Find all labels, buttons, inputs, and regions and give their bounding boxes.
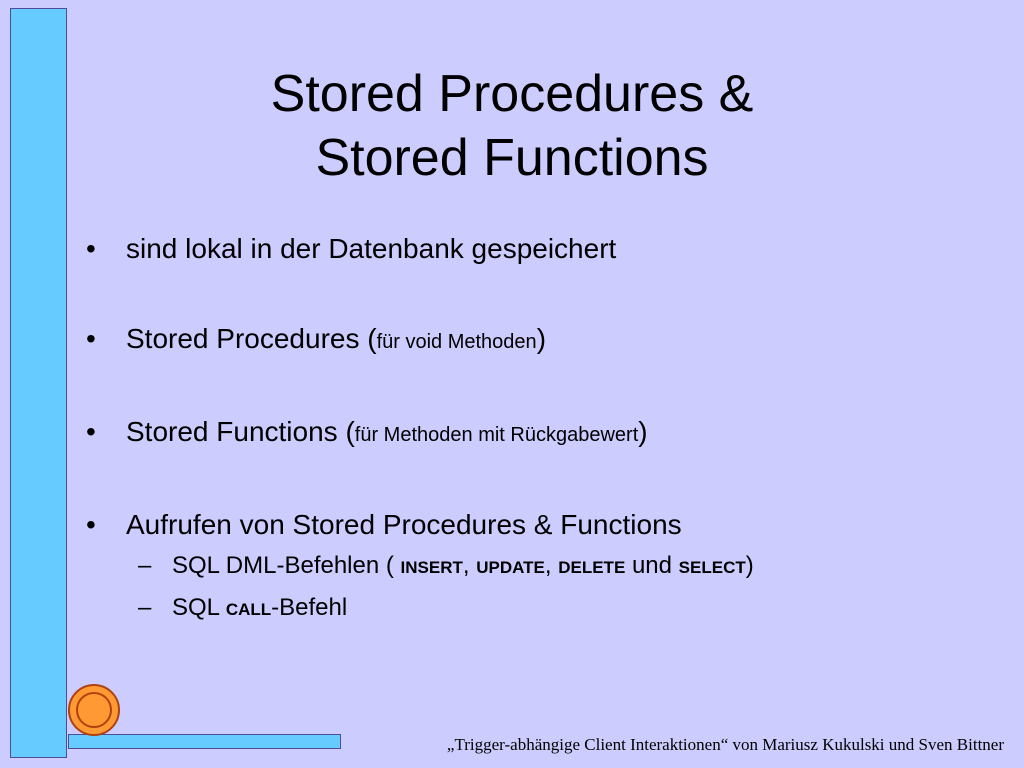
bullet-text: Aufrufen von Stored Procedures & Functio… <box>126 509 682 540</box>
keyword-update: UPDATE <box>476 558 545 577</box>
bullet-item: • Aufrufen von Stored Procedures & Funct… <box>82 504 982 546</box>
bullet-glyph: • <box>86 416 96 447</box>
keyword-delete: DELETE <box>558 558 626 577</box>
slide-title-line-1: Stored Procedures & <box>270 65 754 123</box>
bullet-close: ) <box>638 416 648 447</box>
footer-credit: „Trigger-abhängige Client Interaktionen“… <box>446 735 1004 754</box>
bullet-item: • Stored Procedures (für void Methoden) <box>82 318 982 363</box>
keyword-select: SELECT <box>678 558 746 577</box>
keyword-call: CALL <box>225 600 272 619</box>
sub-bullet-suffix: -Befehl <box>271 594 348 621</box>
bullet-glyph: • <box>86 509 96 540</box>
separator: und <box>625 552 679 579</box>
bullet-item: • sind lokal in der Datenbank gespeicher… <box>82 228 982 270</box>
dash-glyph: – <box>138 552 152 579</box>
separator: , <box>462 552 477 579</box>
sub-bullet-item-dml: – SQL DML-Befehlen ( INSERT, UPDATE, DEL… <box>82 546 982 588</box>
bullet-glyph: • <box>86 323 96 354</box>
sub-bullet-suffix: ) <box>745 552 754 579</box>
bullet-text: Stored Procedures ( <box>126 323 377 354</box>
bullet-list: • sind lokal in der Datenbank gespeicher… <box>82 228 982 630</box>
slide-title: Stored Procedures & Stored Functions <box>100 62 924 190</box>
slide-title-line-2: Stored Functions <box>315 129 709 187</box>
bullet-glyph: • <box>86 233 96 264</box>
decorative-circle-icon <box>68 684 120 736</box>
bullet-note: für void Methoden <box>376 331 537 353</box>
decorative-inner-circle-icon <box>76 692 112 728</box>
sub-bullet-prefix: SQL <box>172 594 226 621</box>
bullet-text: Stored Functions ( <box>126 416 355 447</box>
bullet-text: sind lokal in der Datenbank gespeichert <box>126 233 617 264</box>
dash-glyph: – <box>138 594 152 621</box>
bullet-note: für Methoden mit Rückgabewert <box>354 424 639 446</box>
bullet-close: ) <box>536 323 547 354</box>
sub-bullet-item-call: – SQL CALL-Befehl <box>82 588 982 630</box>
bullet-item: • Stored Functions (für Methoden mit Rüc… <box>82 411 982 456</box>
decorative-vertical-bar <box>10 8 67 758</box>
sub-bullet-prefix: SQL DML-Befehlen ( <box>172 552 401 579</box>
decorative-horizontal-bar <box>68 734 341 749</box>
separator: , <box>544 552 559 579</box>
keyword-insert: INSERT <box>400 558 463 577</box>
